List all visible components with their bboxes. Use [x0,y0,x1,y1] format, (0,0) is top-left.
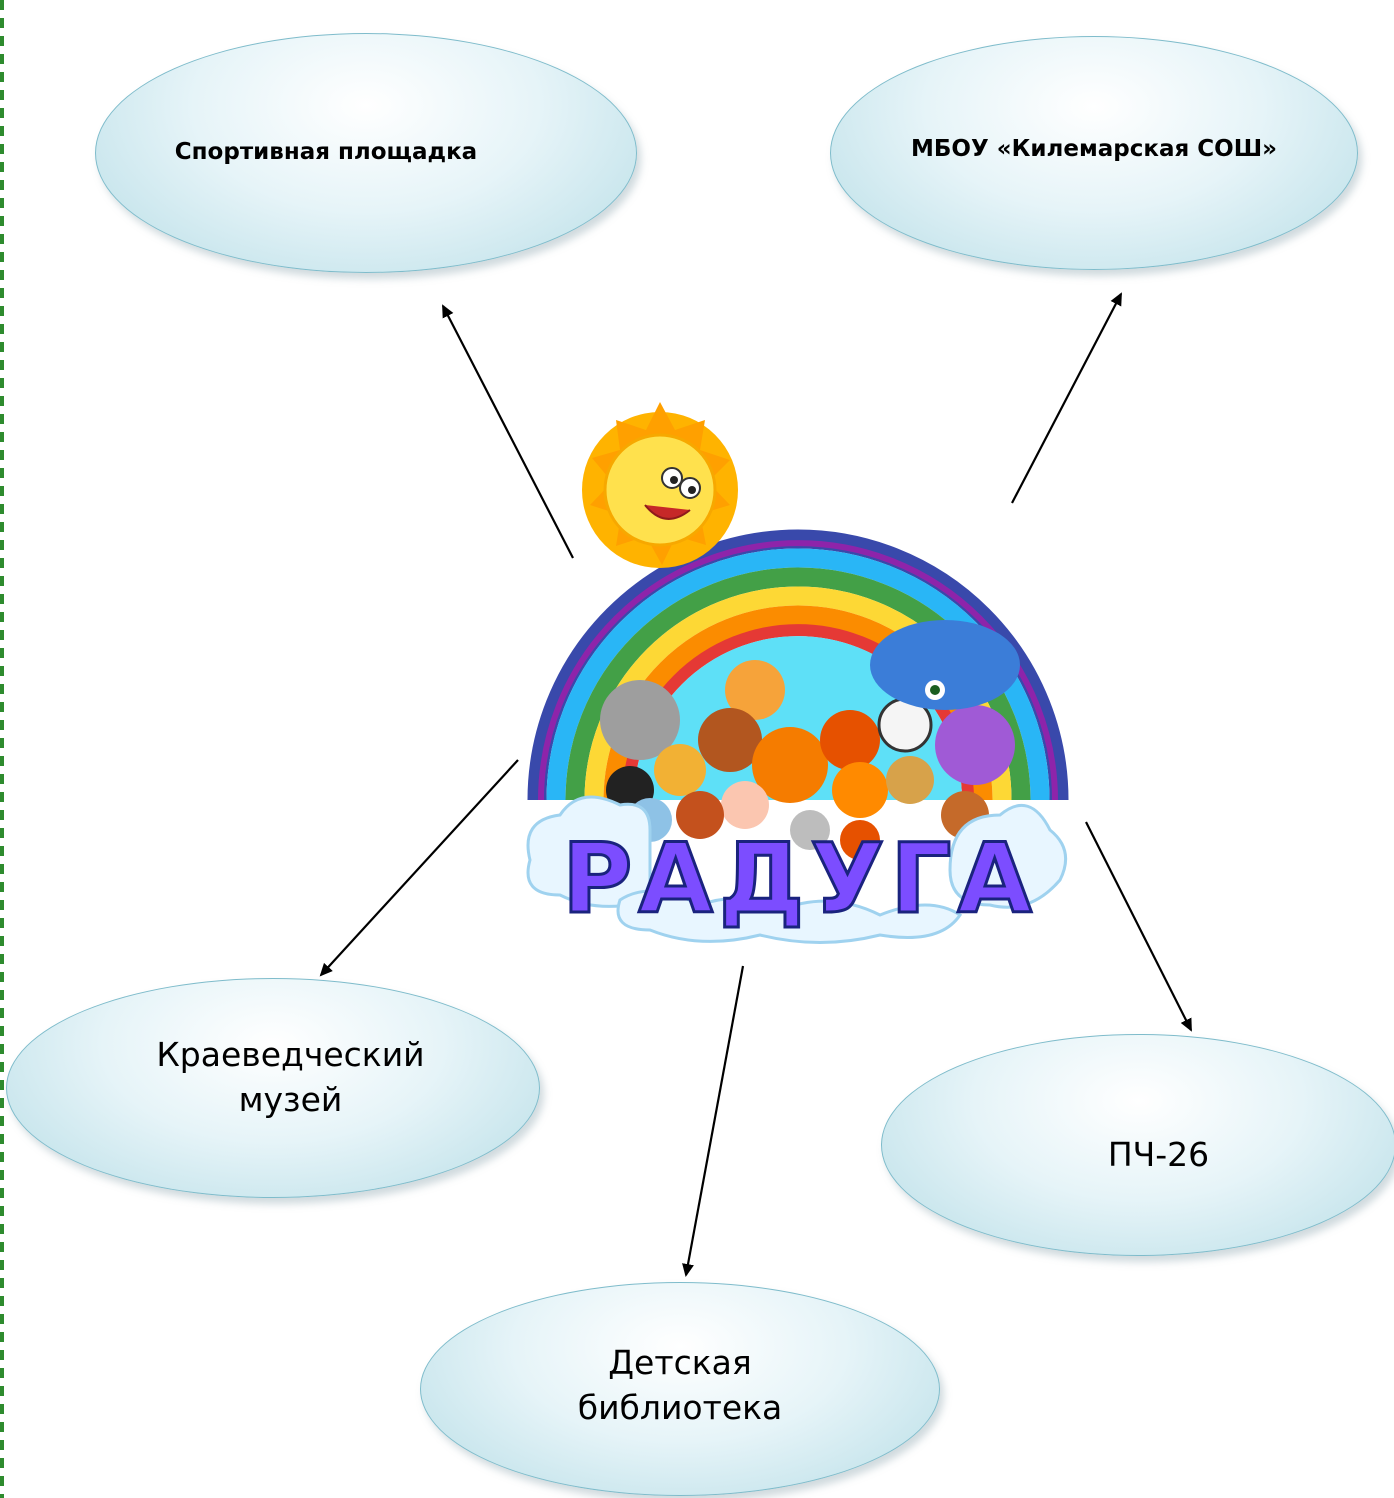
node-library-label: Детская библиотека [578,1341,783,1430]
arrow-to-school [1011,292,1122,504]
logo-title: РАДУГА [562,823,1038,935]
node-school: МБОУ «Килемарская СОШ» [830,36,1358,270]
sun-icon [582,402,738,568]
arrow-to-museum [319,759,519,977]
node-library-line1: Детская [608,1343,752,1383]
node-museum-line1: Краеведческий [156,1035,425,1075]
node-school-label: МБОУ «Килемарская СОШ» [911,136,1277,163]
node-library-line2: библиотека [577,1388,783,1427]
node-sports: Спортивная площадка [95,33,637,273]
node-museum: Краеведческий музей [6,978,540,1198]
page-border [0,0,4,1498]
rainbow-logo: РАДУГА [526,402,1069,944]
node-fire: ПЧ-26 [881,1034,1394,1256]
arrow-to-sports [442,304,574,559]
connector-arrows [319,292,1192,1277]
node-library: Детская библиотека [420,1282,940,1496]
arrow-to-fire [1085,821,1192,1032]
node-museum-line2: музей [238,1080,343,1119]
arrow-to-library [682,965,745,1277]
node-fire-label: ПЧ-26 [1107,1134,1210,1174]
cloud-base [526,795,1068,944]
rainbow-outer-arc [538,540,1058,801]
node-sports-label: Спортивная площадка [174,139,478,166]
node-museum-label: Краеведческий музей [156,1033,424,1122]
